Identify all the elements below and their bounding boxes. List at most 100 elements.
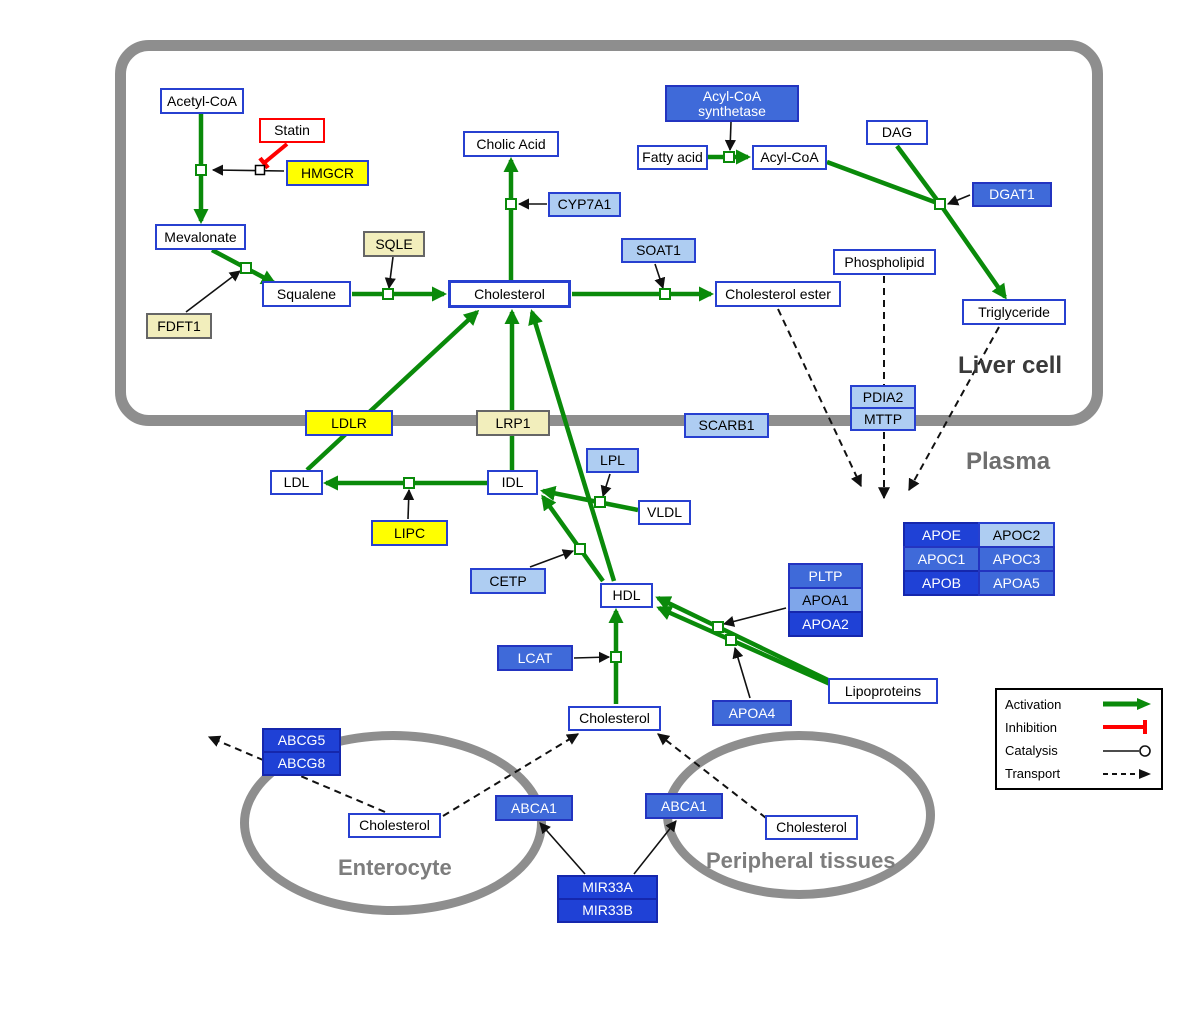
- reaction-node: [505, 198, 517, 210]
- node-ldlr: LDLR: [305, 410, 393, 436]
- reaction-node: [403, 477, 415, 489]
- node-cyp7a1: CYP7A1: [548, 192, 621, 217]
- node-cholesterol-plasma: Cholesterol: [568, 706, 661, 731]
- edge-peripheral-cholesterol-efflux-abca1: [657, 733, 767, 819]
- node-idl: IDL: [487, 470, 538, 495]
- node-abca1-peripheral: ABCA1: [645, 793, 723, 819]
- node-cholic-acid: Cholic Acid: [463, 131, 559, 157]
- legend-row-catalysis: Catalysis: [1005, 743, 1153, 759]
- liver-cell-label: Liver cell: [958, 352, 1063, 379]
- liver-cell-compartment: [115, 40, 1103, 426]
- edge-hdl-to-idl: [541, 494, 605, 583]
- node-lipoproteins: Lipoproteins: [828, 678, 938, 704]
- node-mir33b: MIR33B: [557, 898, 658, 923]
- peripheral-tissues-label: Peripheral tissues: [706, 848, 896, 873]
- edge-sqle-catalysis: [384, 256, 396, 290]
- inhibition-tbar-icon: [1103, 720, 1147, 735]
- node-ldl: LDL: [270, 470, 323, 495]
- node-cholesterol-peripheral: Cholesterol: [765, 815, 858, 840]
- reaction-node: [659, 288, 671, 300]
- edge-mir33-to-abca1-peripheral: [633, 820, 677, 875]
- legend-catalysis-label: Catalysis: [1005, 743, 1058, 759]
- node-mevalonate: Mevalonate: [155, 224, 246, 250]
- reaction-node: [382, 288, 394, 300]
- edge-ldl-to-cholesterol: [305, 309, 480, 472]
- reaction-node: [240, 262, 252, 274]
- legend-row-inhibition: Inhibition: [1005, 719, 1153, 735]
- edge-enterocyte-cholesterol-efflux-abca1: [442, 733, 580, 817]
- edge-hdl-to-cholesterol: [528, 309, 617, 582]
- enterocyte-label: Enterocyte: [338, 855, 452, 880]
- node-apob: APOB: [903, 570, 980, 596]
- reaction-node: [195, 164, 207, 176]
- node-soat1: SOAT1: [621, 238, 696, 263]
- edge-apoa-catalysis: [722, 607, 787, 627]
- node-apoa5: APOA5: [978, 570, 1055, 596]
- edge-enterocyte-cholesterol-efflux-abcg: [207, 735, 386, 813]
- node-apoc2: APOC2: [978, 522, 1055, 548]
- node-sqle: SQLE: [363, 231, 425, 257]
- reaction-node: [594, 496, 606, 508]
- node-cholesterol-enterocyte: Cholesterol: [348, 813, 441, 838]
- node-abcg8: ABCG8: [262, 751, 341, 776]
- edge-dag-to-junction: [895, 144, 942, 206]
- node-abca1-enterocyte: ABCA1: [495, 795, 573, 821]
- edge-lcat-catalysis: [573, 651, 611, 663]
- activation-arrow-icon: [1103, 698, 1151, 710]
- node-apoa4: APOA4: [712, 700, 792, 726]
- edge-statin-inhibits-hmgcr: [258, 142, 289, 170]
- reaction-node: [723, 151, 735, 163]
- node-apoa2: APOA2: [788, 611, 863, 637]
- reaction-node: [574, 543, 586, 555]
- legend-transport-label: Transport: [1005, 766, 1061, 782]
- legend-row-activation: Activation: [1005, 696, 1153, 712]
- node-apoc1: APOC1: [903, 546, 980, 572]
- node-hmgcr: HMGCR: [286, 160, 369, 186]
- edge-hmgcr-catalysis: [211, 164, 285, 176]
- edge-apoa4-catalysis: [732, 646, 751, 699]
- edge-cholesterol-ester-secretion: [777, 308, 862, 488]
- node-acyl-coa: Acyl-CoA: [752, 145, 827, 170]
- node-apoa1: APOA1: [788, 587, 863, 613]
- node-vldl: VLDL: [638, 500, 691, 525]
- node-cetp: CETP: [470, 568, 546, 594]
- edge-fdft1-catalysis: [185, 270, 241, 313]
- node-mir33a: MIR33A: [557, 875, 658, 900]
- node-cholesterol-liver: Cholesterol: [448, 280, 571, 308]
- reaction-node: [610, 651, 622, 663]
- transport-dashed-arrow-icon: [1103, 768, 1151, 779]
- edge-dgat1-catalysis: [946, 194, 971, 206]
- node-lcat: LCAT: [497, 645, 573, 671]
- reaction-node: [725, 634, 737, 646]
- node-fatty-acid: Fatty acid: [637, 145, 708, 170]
- node-lipc: LIPC: [371, 520, 448, 546]
- node-abcg5: ABCG5: [262, 728, 341, 753]
- node-mttp: MTTP: [850, 407, 916, 431]
- node-dgat1: DGAT1: [972, 182, 1052, 207]
- catalysis-circle-icon: [1103, 744, 1151, 757]
- inhibition-target-node: [254, 164, 266, 176]
- reaction-node: [934, 198, 946, 210]
- edge-lipoproteins-to-hdl-lower: [656, 605, 849, 695]
- node-apoe: APOE: [903, 522, 980, 548]
- reaction-node: [712, 621, 724, 633]
- node-apoc3: APOC3: [978, 546, 1055, 572]
- edge-mir33-to-abca1-enterocyte: [539, 822, 586, 875]
- legend-activation-label: Activation: [1005, 696, 1062, 712]
- node-squalene: Squalene: [262, 281, 351, 307]
- node-hdl: HDL: [600, 583, 653, 608]
- node-pltp: PLTP: [788, 563, 863, 589]
- edge-lipoproteins-to-hdl-upper: [655, 595, 831, 684]
- node-phospholipid: Phospholipid: [833, 249, 936, 275]
- node-triglyceride: Triglyceride: [962, 299, 1066, 325]
- legend: Activation Inhibition Catalysis Transpor…: [995, 688, 1163, 790]
- legend-row-transport: Transport: [1005, 766, 1153, 782]
- node-acyl-coa-synthetase: Acyl-CoA synthetase: [665, 85, 799, 122]
- plasma-label: Plasma: [966, 448, 1051, 475]
- node-cholesterol-ester: Cholesterol ester: [715, 281, 841, 307]
- edge-cetp-catalysis: [529, 549, 575, 568]
- node-fdft1: FDFT1: [146, 313, 212, 339]
- node-scarb1: SCARB1: [684, 413, 769, 438]
